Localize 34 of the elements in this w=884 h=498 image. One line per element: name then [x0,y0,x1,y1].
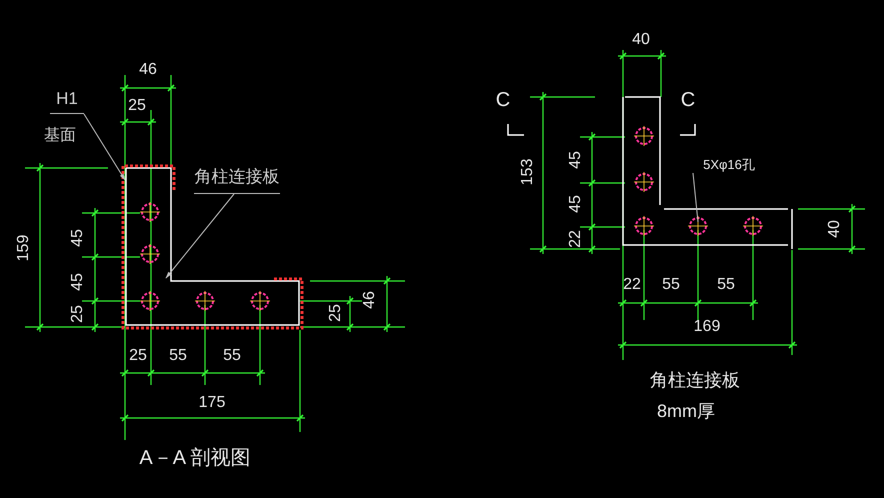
caption-text: C [680,90,696,110]
dimension-value: 45 [70,229,86,247]
dimension-value: 45 [568,151,584,169]
dimension-value: 25 [70,305,86,323]
dimension-value: 46 [362,291,378,309]
leader-line [692,172,698,222]
dimension-value: 169 [694,319,720,335]
dimension-value: 22 [568,230,584,248]
dimension-value: 175 [198,395,226,411]
dimension-value: 46 [139,62,157,78]
caption-text: 角柱连接板 [650,371,740,389]
dimension-value: 45 [568,195,584,213]
caption-text: 8mm厚 [657,402,715,420]
leader-label: 5Xφ16孔 [703,156,755,174]
dimension-value: 25 [129,348,147,364]
dimension-value: 25 [128,98,146,114]
dimension-value: 55 [662,277,680,293]
dimension-value: 55 [717,277,735,293]
dimension-value: 55 [223,348,241,364]
caption-text: C [496,90,510,110]
leader-line [166,194,234,279]
dimension-value: 40 [827,220,843,238]
leader-line [84,114,126,181]
dimension-value: 55 [169,348,187,364]
dimension-value: 153 [520,158,536,186]
dimension-value: 25 [328,304,344,322]
dimension-value: 22 [623,277,641,293]
leader-label: 角柱连接板 [194,166,280,188]
leader-label: H1 [56,88,78,110]
caption-text: A－A 剖视图 [139,448,251,468]
dimension-value: 45 [70,273,86,291]
dimension-value: 159 [16,234,32,262]
dimension-value: 40 [632,32,650,48]
leader-caption: 基面 [44,126,76,146]
